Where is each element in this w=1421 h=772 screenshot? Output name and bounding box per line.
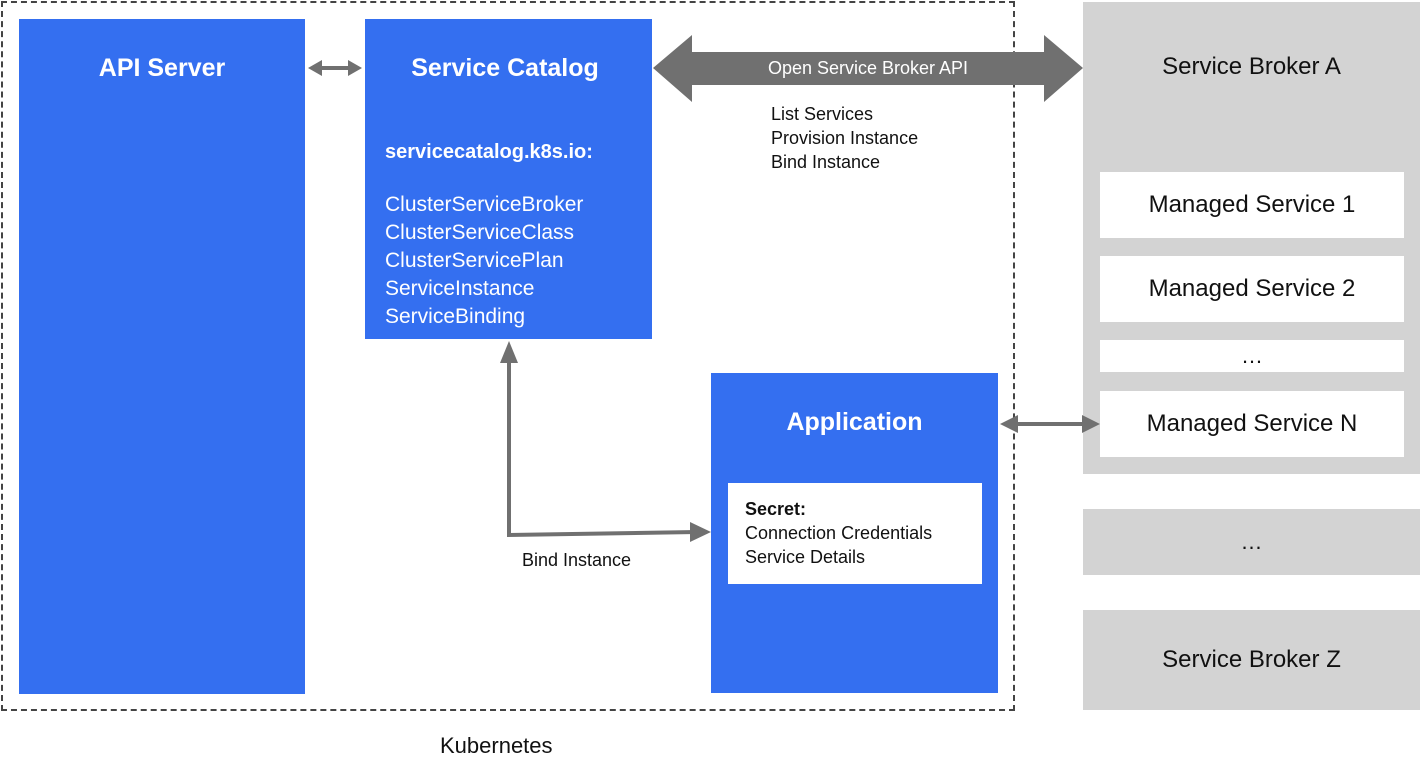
api-catalog-arrow	[308, 60, 362, 76]
application-title: Application	[786, 408, 923, 436]
service-broker-a: Service Broker A Managed Service 1 Manag…	[1083, 2, 1420, 474]
resource-item: ClusterServiceClass	[385, 221, 575, 244]
bind-instance-label: Bind Instance	[522, 550, 632, 570]
service-broker-ellipsis: …	[1083, 509, 1420, 575]
kubernetes-boundary	[1, 1, 1015, 711]
resource-item: ClusterServicePlan	[385, 249, 564, 272]
secret-line: Connection Credentials	[745, 523, 933, 543]
secret-box: Secret: Connection Credentials Service D…	[728, 483, 982, 584]
api-server-box: API Server	[19, 19, 305, 694]
resource-item: ServiceBinding	[385, 305, 526, 328]
secret-line: Service Details	[745, 547, 866, 567]
service-catalog-group: servicecatalog.k8s.io:	[385, 141, 593, 163]
resource-item: ClusterServiceBroker	[385, 193, 584, 216]
managed-service-2: Managed Service 2	[1100, 256, 1404, 322]
osb-operation: Provision Instance	[771, 128, 919, 148]
bind-instance-arrow	[500, 341, 711, 542]
osb-operation: List Services	[771, 104, 874, 124]
service-broker-a-title: Service Broker A	[1162, 53, 1341, 80]
service-catalog-title: Service Catalog	[411, 54, 599, 82]
osb-api-label: Open Service Broker API	[767, 58, 969, 78]
api-server-title: API Server	[98, 54, 226, 82]
kubernetes-label: Kubernetes	[440, 733, 553, 758]
secret-title: Secret:	[745, 499, 807, 519]
managed-service-1: Managed Service 1	[1100, 172, 1404, 238]
osb-api-arrow	[653, 35, 1083, 102]
osb-operations: List Services Provision Instance Bind In…	[771, 102, 918, 174]
app-service-n-arrow	[1000, 415, 1100, 433]
service-broker-z: Service Broker Z	[1083, 610, 1420, 710]
managed-service-ellipsis: …	[1100, 340, 1404, 372]
resource-item: ServiceInstance	[385, 277, 535, 300]
resource-list: ClusterServiceBroker ClusterServiceClass…	[385, 191, 583, 331]
service-catalog-box: Service Catalog servicecatalog.k8s.io: C…	[365, 19, 652, 339]
osb-operation: Bind Instance	[771, 152, 881, 172]
managed-service-n: Managed Service N	[1100, 391, 1404, 457]
application-box: Application Secret: Connection Credentia…	[711, 373, 998, 693]
